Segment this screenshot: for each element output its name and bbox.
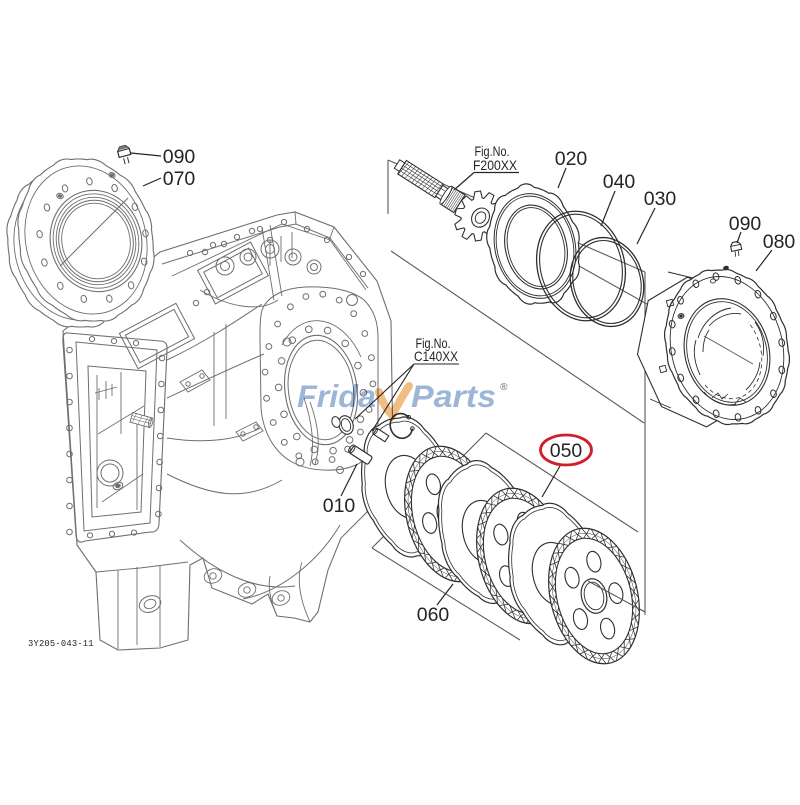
svg-text:060: 060 — [417, 604, 450, 626]
svg-text:090: 090 — [729, 213, 762, 235]
svg-text:Fig.No.: Fig.No. — [416, 335, 451, 351]
svg-text:F200XX: F200XX — [473, 157, 518, 173]
svg-text:010: 010 — [323, 495, 356, 517]
svg-text:Fig.No.: Fig.No. — [475, 143, 510, 159]
svg-text:C140XX: C140XX — [414, 348, 459, 364]
svg-text:Parts: Parts — [411, 378, 496, 414]
svg-text:®: ® — [500, 382, 508, 393]
svg-text:040: 040 — [603, 171, 636, 193]
svg-text:Frida: Frida — [297, 378, 376, 414]
svg-text:030: 030 — [644, 188, 677, 210]
svg-text:070: 070 — [163, 168, 196, 190]
svg-text:020: 020 — [555, 148, 588, 170]
svg-text:080: 080 — [763, 231, 796, 253]
svg-text:090: 090 — [163, 146, 196, 168]
svg-text:3Y205-043-11: 3Y205-043-11 — [28, 639, 94, 649]
svg-text:050: 050 — [550, 440, 583, 462]
